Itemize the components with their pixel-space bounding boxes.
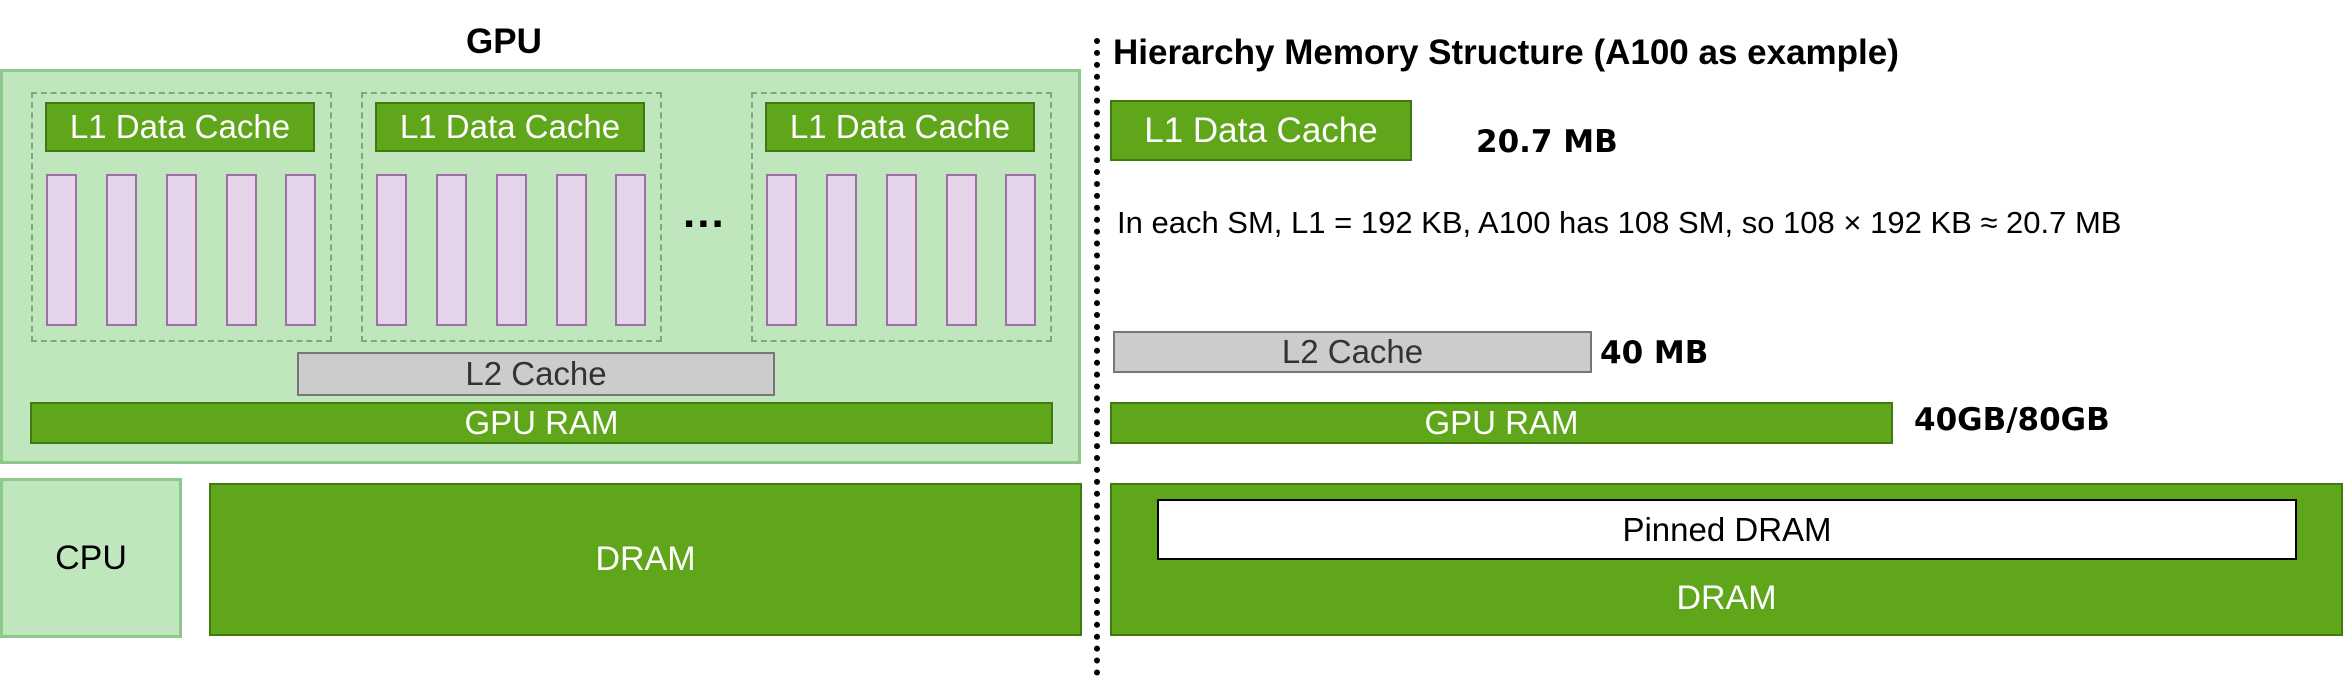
sm-core <box>1005 174 1036 326</box>
sm-core <box>946 174 977 326</box>
dram-label: DRAM <box>1676 578 1777 617</box>
hierarchy-gpu-ram-box: GPU RAM <box>1110 402 1893 444</box>
hierarchy-l1-box: L1 Data Cache <box>1110 100 1412 161</box>
sm-core <box>886 174 917 326</box>
l2-cache-box: L2 Cache <box>297 352 775 396</box>
hierarchy-title: Hierarchy Memory Structure (A100 as exam… <box>1113 33 1899 72</box>
sm-core <box>106 174 137 326</box>
sm-core <box>436 174 467 326</box>
sm-group <box>751 92 1052 342</box>
l1-note: In each SM, L1 = 192 KB, A100 has 108 SM… <box>1117 205 2122 240</box>
sm-core <box>226 174 257 326</box>
sm-core <box>285 174 316 326</box>
l1-size-label: 20.7 MB <box>1476 124 1618 160</box>
sm-core <box>615 174 646 326</box>
sm-group <box>361 92 662 342</box>
dram-box: DRAM <box>209 483 1082 636</box>
cpu-box: CPU <box>0 478 182 638</box>
dotted-divider <box>1094 38 1100 676</box>
sm-core <box>496 174 527 326</box>
sm-core <box>376 174 407 326</box>
ellipsis: ... <box>683 188 726 237</box>
l1-data-cache-box: L1 Data Cache <box>375 102 645 152</box>
l2-size-label: 40 MB <box>1600 335 1709 371</box>
gpu-title: GPU <box>466 22 542 61</box>
gpu-ram-box: GPU RAM <box>30 402 1053 444</box>
hierarchy-l2-box: L2 Cache <box>1113 331 1592 373</box>
sm-core <box>826 174 857 326</box>
sm-core <box>766 174 797 326</box>
sm-core <box>166 174 197 326</box>
l1-data-cache-box: L1 Data Cache <box>45 102 315 152</box>
sm-core <box>556 174 587 326</box>
sm-group <box>31 92 332 342</box>
gpu-ram-size-label: 40GB/80GB <box>1914 402 2110 438</box>
pinned-dram-box: Pinned DRAM <box>1157 499 2297 560</box>
sm-core <box>46 174 77 326</box>
l1-data-cache-box: L1 Data Cache <box>765 102 1035 152</box>
